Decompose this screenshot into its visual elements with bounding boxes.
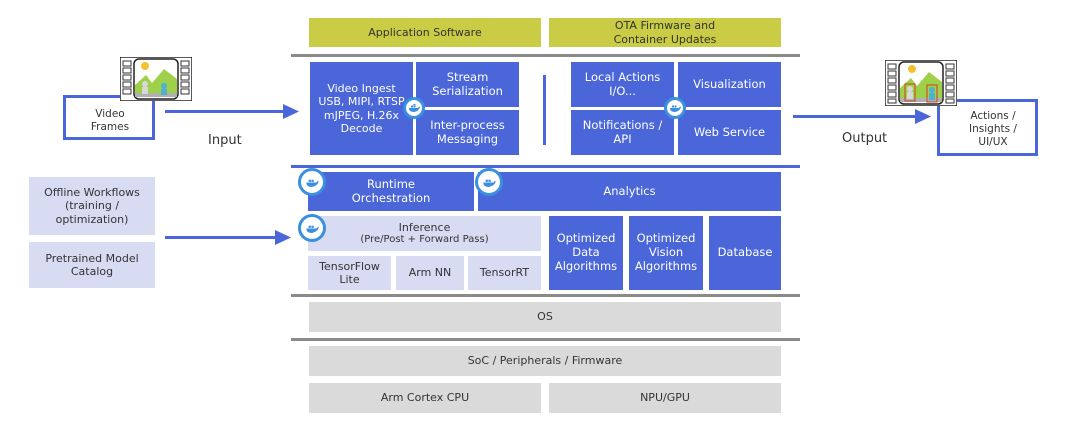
- engine-label: TensorFlow Lite: [319, 259, 380, 286]
- inter-process-label: Inter-process Messaging: [430, 117, 505, 146]
- docker-icon: [298, 214, 326, 242]
- analytics-label: Analytics: [603, 183, 656, 198]
- soc-label: SoC / Peripherals / Firmware: [467, 354, 623, 368]
- inter-process-box: Inter-process Messaging: [416, 110, 519, 155]
- offline-workflows-box: Offline Workflows (training / optimizati…: [29, 177, 155, 235]
- divider-vertical: [543, 75, 546, 145]
- actions-label: Actions / Insights / UI/UX: [969, 110, 1017, 149]
- engine-label: TensorRT: [479, 266, 530, 280]
- cpu-box: Arm Cortex CPU: [309, 383, 541, 413]
- engine-box: TensorRT: [468, 256, 541, 290]
- output-label: Output: [842, 131, 888, 146]
- optimized-vision-algorithms-label: Optimized Vision Algorithms: [634, 231, 698, 273]
- offline-arrow-head: [275, 230, 291, 245]
- web-service-box: Web Service: [678, 110, 781, 155]
- inference-title: Inference: [398, 220, 451, 234]
- database-box: Database: [709, 216, 781, 290]
- input-arrow-head: [283, 104, 299, 119]
- docker-icon: [475, 168, 503, 196]
- soc-box: SoC / Peripherals / Firmware: [309, 346, 781, 376]
- inference-subtitle: (Pre/Post + Forward Pass): [360, 234, 489, 246]
- local-actions-label: Local Actions I/O...: [584, 69, 661, 98]
- engine-label: Arm NN: [408, 266, 452, 280]
- application-software-label: Application Software: [368, 25, 482, 39]
- inference-box: Inference (Pre/Post + Forward Pass): [308, 216, 541, 251]
- cpu-label: Arm Cortex CPU: [380, 391, 470, 405]
- video-ingest-box: Video Ingest USB, MIPI, RTSP mJPEG, H.26…: [310, 62, 413, 155]
- docker-icon: [298, 168, 326, 196]
- output-arrow-head: [915, 109, 931, 124]
- docker-icon: [664, 97, 686, 119]
- offline-arrow-line: [165, 236, 277, 239]
- os-label: OS: [537, 310, 553, 324]
- divider-hardware: [291, 338, 800, 341]
- application-software-box: Application Software: [309, 18, 541, 47]
- database-label: Database: [717, 245, 773, 260]
- engine-box: Arm NN: [396, 256, 464, 290]
- engine-box: TensorFlow Lite: [308, 256, 391, 290]
- optimized-data-algorithms-box: Optimized Data Algorithms: [549, 216, 623, 290]
- runtime-orchestration-box: Runtime Orchestration: [308, 172, 474, 211]
- video-frame-icon: [120, 57, 192, 101]
- ota-updates-box: OTA Firmware and Container Updates: [549, 18, 781, 47]
- divider-runtime: [291, 165, 800, 168]
- npu-box: NPU/GPU: [549, 383, 781, 413]
- analytics-box: Analytics: [478, 172, 781, 211]
- stream-serialization-label: Stream Serialization: [432, 69, 503, 98]
- video-frame-annotated-icon: [885, 60, 957, 106]
- divider-os: [291, 294, 800, 297]
- video-ingest-label: Video Ingest USB, MIPI, RTSP mJPEG, H.26…: [318, 82, 405, 135]
- ota-updates-label: OTA Firmware and Container Updates: [613, 19, 717, 46]
- notifications-box: Notifications / API: [571, 110, 674, 155]
- os-box: OS: [309, 302, 781, 332]
- input-label: Input: [208, 133, 242, 148]
- local-actions-box: Local Actions I/O...: [571, 62, 674, 107]
- visualization-box: Visualization: [678, 62, 781, 107]
- docker-icon: [403, 97, 425, 119]
- pretrained-catalog-label: Pretrained Model Catalog: [45, 251, 139, 278]
- divider-top: [291, 54, 800, 57]
- visualization-label: Visualization: [693, 76, 766, 91]
- offline-workflows-label: Offline Workflows (training / optimizati…: [44, 186, 140, 226]
- output-arrow-line: [793, 115, 918, 118]
- actions-box: [937, 99, 1038, 156]
- npu-label: NPU/GPU: [640, 391, 690, 405]
- pretrained-catalog-box: Pretrained Model Catalog: [29, 242, 155, 288]
- runtime-orchestration-label: Runtime Orchestration: [351, 176, 431, 205]
- stream-serialization-box: Stream Serialization: [416, 62, 519, 107]
- notifications-label: Notifications / API: [582, 117, 663, 146]
- video-frames-box: [63, 95, 155, 140]
- optimized-vision-algorithms-box: Optimized Vision Algorithms: [629, 216, 703, 290]
- video-frames-label: Video Frames: [90, 108, 130, 134]
- web-service-label: Web Service: [693, 124, 766, 139]
- input-arrow-line: [165, 110, 285, 113]
- optimized-data-algorithms-label: Optimized Data Algorithms: [554, 231, 618, 273]
